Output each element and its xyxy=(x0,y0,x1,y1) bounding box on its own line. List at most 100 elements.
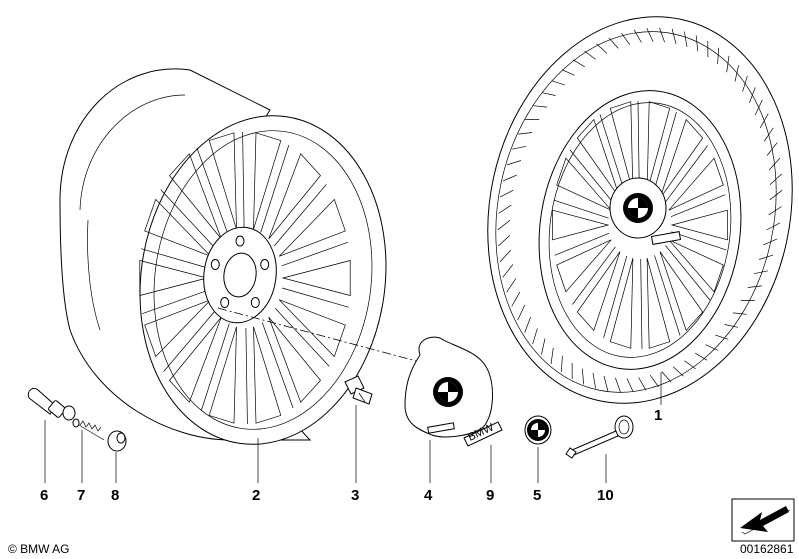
tread-groove xyxy=(633,29,642,43)
tread-groove xyxy=(506,160,522,166)
tread-groove xyxy=(533,105,548,108)
tread-groove xyxy=(621,32,631,46)
spoke xyxy=(208,132,237,230)
assembly-axis xyxy=(217,307,421,363)
spoke xyxy=(609,258,634,349)
label-hub-cover: 4 xyxy=(424,487,433,504)
tread-groove xyxy=(581,368,585,385)
tread-groove xyxy=(749,87,756,104)
tread-groove xyxy=(715,334,729,340)
spoke-edge xyxy=(242,131,245,229)
spoke xyxy=(668,239,724,293)
bolt-hole xyxy=(220,297,230,308)
bolt-hole xyxy=(235,235,245,247)
spoke-edge xyxy=(569,149,615,205)
spoke-edge xyxy=(664,145,708,204)
tread-groove xyxy=(499,249,512,263)
spoke xyxy=(253,132,282,230)
tread-groove xyxy=(763,238,778,246)
spoke-edge xyxy=(553,199,609,219)
tread-groove xyxy=(753,270,768,275)
spoke-edge xyxy=(196,147,229,234)
spoke xyxy=(670,209,728,241)
emblem-part[interactable] xyxy=(524,415,552,445)
tread-groove xyxy=(524,316,531,333)
spoke xyxy=(576,118,621,199)
spoke xyxy=(139,260,209,296)
tread-groove xyxy=(615,377,621,393)
tread-groove xyxy=(638,377,647,391)
spoke xyxy=(144,299,212,358)
tread-groove xyxy=(497,219,511,231)
tread-groove xyxy=(596,43,608,54)
tread-groove xyxy=(671,28,677,44)
bolt-hole xyxy=(250,297,260,308)
tread-groove xyxy=(769,173,782,186)
wheel-spokes xyxy=(552,100,728,350)
tread-groove xyxy=(506,278,517,293)
spoke xyxy=(144,198,212,257)
spoke xyxy=(576,251,621,332)
wheel-bolt-part[interactable] xyxy=(344,375,373,405)
tire-tread xyxy=(497,27,783,393)
spoke-edge xyxy=(260,144,290,233)
valve-part[interactable] xyxy=(27,387,76,421)
spoke-edge xyxy=(273,184,327,247)
label-valve: 6 xyxy=(40,487,48,504)
spoke xyxy=(668,157,724,211)
copyright-text: © BMW AG xyxy=(8,542,70,556)
tread-groove xyxy=(502,264,514,278)
hub-cover-part[interactable] xyxy=(404,336,493,438)
tread-groove xyxy=(646,27,654,42)
spoke xyxy=(552,209,610,241)
spoke-edge xyxy=(603,255,628,338)
rim-spokes xyxy=(139,131,351,425)
valve-cap-part[interactable] xyxy=(107,430,127,452)
spoke-edge xyxy=(599,114,626,195)
tread-groove xyxy=(754,99,763,116)
tread-groove xyxy=(560,355,563,373)
spoke-edge xyxy=(274,308,330,367)
spoke xyxy=(659,251,704,332)
spoke xyxy=(646,101,671,192)
spoke-edge xyxy=(282,287,349,308)
label-rim: 2 xyxy=(252,487,260,504)
tread-groove xyxy=(747,285,762,288)
bolt-hole xyxy=(260,259,270,270)
removal-tool-part[interactable] xyxy=(565,415,634,459)
complete-wheel-part[interactable] xyxy=(453,0,799,432)
spoke-edge xyxy=(245,327,248,425)
valve-insert-part[interactable] xyxy=(72,418,105,441)
rim-bolt-holes xyxy=(210,235,270,308)
tread-groove xyxy=(518,132,533,135)
spoke xyxy=(208,326,237,424)
spoke-edge xyxy=(200,323,230,412)
spoke xyxy=(646,258,671,349)
spoke xyxy=(268,153,321,240)
tread-groove xyxy=(705,344,719,351)
tread-groove xyxy=(498,204,512,214)
tread-groove xyxy=(550,347,554,365)
spoke-edge xyxy=(281,241,348,267)
spoke-edge xyxy=(665,245,711,301)
tread-groove xyxy=(684,360,696,370)
tread-groove xyxy=(498,234,511,247)
tread-groove xyxy=(542,92,556,96)
leader-lines xyxy=(44,372,662,483)
spoke-edge xyxy=(163,309,217,372)
rim-part[interactable] xyxy=(59,68,407,460)
spoke-edge xyxy=(654,255,681,336)
tread-groove xyxy=(769,189,783,201)
tread-groove xyxy=(532,328,538,345)
tread-groove xyxy=(512,145,527,150)
label-valve-insert: 7 xyxy=(77,487,85,504)
tread-groove xyxy=(561,69,575,76)
tread-groove xyxy=(768,157,781,171)
tread-groove xyxy=(608,37,619,49)
spoke-edge xyxy=(637,100,640,192)
tread-groove xyxy=(572,59,585,68)
tread-groove xyxy=(717,47,720,65)
direction-arrow-box xyxy=(731,498,795,542)
spoke xyxy=(556,157,612,211)
